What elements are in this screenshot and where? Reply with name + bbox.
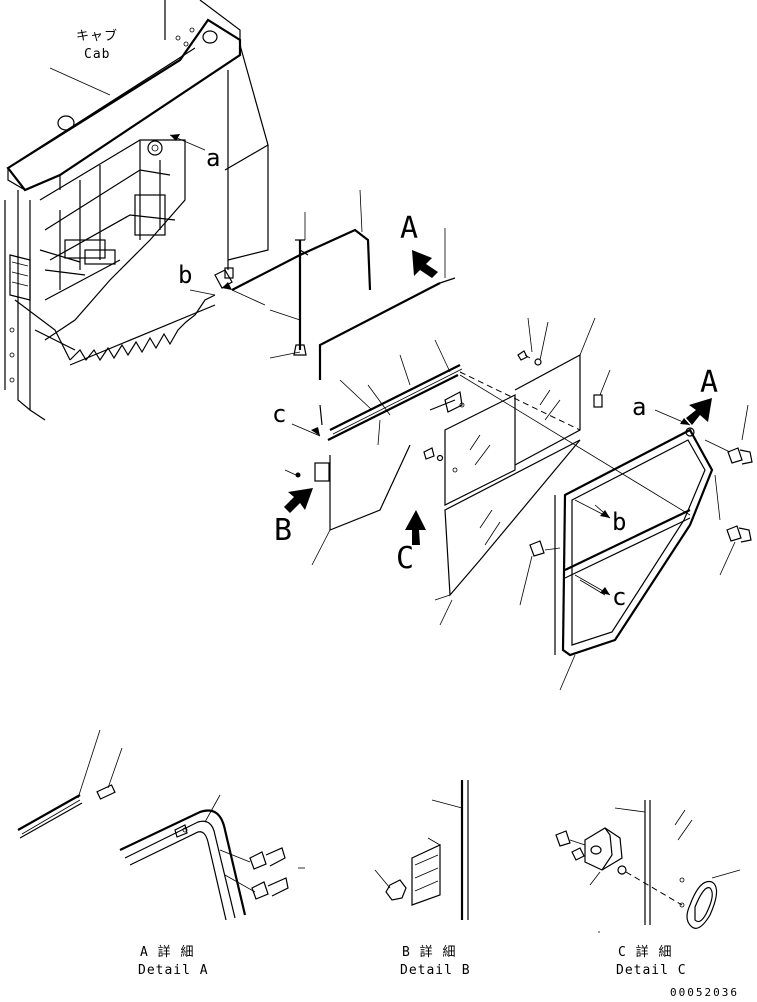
detail-a-title-en: Detail A <box>138 963 209 978</box>
ref-a-label: a <box>206 144 220 172</box>
ref-c-label: c <box>272 400 286 428</box>
detail-c-title-jp: C 詳 細 <box>618 944 672 960</box>
detail-c-title-en: Detail C <box>616 963 687 978</box>
text-labels: キャブ Cab a b c A A B C a b c A 詳 細 Detail… <box>76 28 739 999</box>
detail-b-drawing <box>374 780 469 920</box>
right-a-label: a <box>632 393 646 421</box>
view-arrow-c <box>405 510 426 545</box>
cab-structure <box>4 0 269 421</box>
detail-a-title-jp: A 詳 細 <box>140 944 194 960</box>
right-c-label: c <box>612 583 626 611</box>
detail-c-drawing <box>555 800 741 933</box>
right-door-frame <box>459 374 721 691</box>
view-c-label: C <box>396 541 414 576</box>
leader-arrowheads <box>170 134 691 596</box>
drawing-number: 00052036 <box>670 986 739 999</box>
right-bolts <box>519 404 753 606</box>
cab-label-en: Cab <box>84 47 110 62</box>
view-arrow-a-right <box>686 398 712 425</box>
middle-rails <box>284 339 465 566</box>
view-a-top-label: A <box>400 211 418 246</box>
upper-rail-assembly <box>231 189 456 380</box>
ref-b-label: b <box>178 261 192 289</box>
detail-b-title-jp: B 詳 細 <box>402 944 456 960</box>
detail-a-drawing <box>17 729 305 921</box>
view-arrow-b <box>284 488 313 513</box>
view-arrow-a-top <box>412 250 438 278</box>
view-a-right-label: A <box>700 365 718 400</box>
detail-b-title-en: Detail B <box>400 963 471 978</box>
glass-panes <box>423 317 611 626</box>
right-b-label: b <box>612 508 626 536</box>
view-b-label: B <box>274 513 292 548</box>
cab-label-jp: キャブ <box>76 28 118 44</box>
